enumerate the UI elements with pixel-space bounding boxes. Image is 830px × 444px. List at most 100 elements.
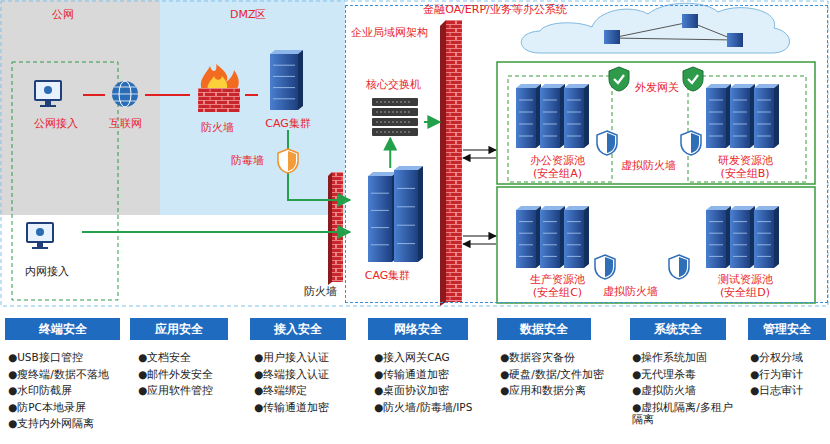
bullet-item: ●桌面协议加密	[374, 384, 449, 397]
resource-pool: 研发资源池 (安全组B)	[690, 80, 800, 180]
device-node: 防毒墙	[222, 152, 272, 170]
server-tower	[567, 112, 581, 113]
category-header: 系统安全	[630, 318, 726, 340]
server-tower	[733, 221, 747, 222]
node-text: 金融OA/ERP/业务等办公系统	[423, 3, 567, 16]
server-tower	[706, 88, 726, 148]
shield-icon	[278, 149, 298, 173]
server-tower	[519, 100, 533, 101]
outer-dashed-border	[1, 1, 828, 306]
server-tower	[540, 210, 560, 268]
pool-group-box	[508, 76, 612, 182]
core-switch-icon	[372, 98, 418, 136]
server-tower	[519, 112, 533, 113]
node-text: 核心交换机	[366, 78, 421, 91]
cloud	[604, 30, 620, 44]
zone-fill	[160, 0, 345, 215]
bullet-item: ●应用软件管控	[138, 384, 213, 397]
category-header: 数据安全	[497, 318, 591, 340]
core-switch-icon	[372, 118, 418, 126]
node-text: CAG集群	[365, 269, 411, 282]
device-node: 金融OA/ERP/业务等办公系统	[420, 2, 570, 18]
server-tower	[270, 50, 303, 54]
category-header: 管理安全	[748, 318, 826, 340]
layout-arrow	[463, 243, 496, 244]
node-text: 互联网	[109, 117, 142, 130]
server-tower	[757, 112, 771, 113]
server-tower	[757, 221, 771, 222]
node-text: 内网接入	[25, 265, 69, 278]
resource-pool: 测试资源池 (安全组D)	[690, 205, 800, 299]
server-tower	[540, 84, 565, 148]
shield-icon	[595, 255, 615, 279]
server-tower	[397, 243, 415, 244]
server-tower	[543, 112, 557, 113]
server-tower	[564, 210, 584, 268]
server-tower	[757, 244, 771, 245]
device-node: 防火墙	[190, 62, 245, 134]
server-tower	[397, 206, 415, 207]
server-tower	[543, 233, 557, 234]
bullet-item: ●传输通道加密	[374, 368, 449, 381]
shield-icon	[278, 67, 703, 279]
node-text: 外发网关	[635, 81, 679, 94]
server-tower	[543, 256, 557, 257]
server-tower	[733, 136, 747, 137]
server-tower	[519, 221, 533, 222]
bullet-item: ●虚拟机隔离/多租户 隔离	[632, 401, 742, 426]
firewall-icon	[198, 88, 240, 112]
device-node: CAG集群	[350, 168, 425, 282]
small-firewall-wall	[332, 172, 343, 282]
server-tower	[368, 172, 397, 176]
server-tower	[273, 98, 295, 99]
server-tower	[394, 170, 418, 262]
server-tower	[567, 100, 581, 101]
pool-group-box	[497, 62, 815, 303]
shield-icon	[669, 255, 689, 279]
pc-monitor-icon	[40, 105, 56, 107]
node-text: CAG集群	[265, 117, 311, 130]
pc-monitor-icon	[26, 80, 62, 249]
server-tower	[567, 233, 581, 234]
device-node: 核心交换机	[362, 78, 424, 138]
device-node: 虚拟防火墙	[618, 158, 679, 174]
layout-arrow	[463, 157, 496, 158]
server-tower	[709, 221, 723, 222]
device-node: 虚拟防火墙	[598, 284, 662, 300]
node-text: 管理安全	[763, 322, 811, 336]
big-firewall-wall	[440, 20, 446, 306]
node-text: 测试资源池 (安全组D)	[714, 273, 776, 299]
device-node: 公网接入	[28, 78, 83, 130]
node-text: 办公资源池 (安全组A)	[527, 154, 589, 180]
pc-monitor-icon	[36, 82, 60, 99]
pc-monitor-icon	[44, 86, 52, 94]
server-tower	[397, 225, 415, 226]
pool-group-box	[497, 187, 815, 303]
server-tower	[730, 210, 750, 268]
server-tower	[733, 112, 747, 113]
server-tower	[543, 221, 557, 222]
server-tower	[757, 256, 771, 257]
node-text: 研发资源池 (安全组B)	[714, 154, 776, 180]
server-tower	[709, 233, 723, 234]
pool-group-box	[497, 62, 815, 184]
server-tower	[754, 88, 774, 148]
bullet-item: ●水印防截屏	[8, 384, 72, 397]
zone-fill	[0, 0, 160, 215]
globe-icon	[112, 87, 138, 101]
server-tower	[519, 256, 533, 257]
shield-icon	[597, 131, 617, 155]
layout-arrow	[463, 235, 496, 236]
node-text: 接入安全	[274, 322, 322, 336]
server-tower	[584, 206, 589, 268]
server-tower	[730, 88, 750, 148]
server-tower	[543, 124, 557, 125]
server-tower	[270, 54, 298, 110]
server-tower	[270, 50, 303, 110]
server-tower	[567, 124, 581, 125]
server-tower	[709, 136, 723, 137]
core-switch-icon	[372, 128, 418, 136]
server-tower	[754, 210, 774, 268]
server-tower	[394, 166, 423, 170]
bullet-item: ●防PC本地录屏	[8, 401, 86, 414]
